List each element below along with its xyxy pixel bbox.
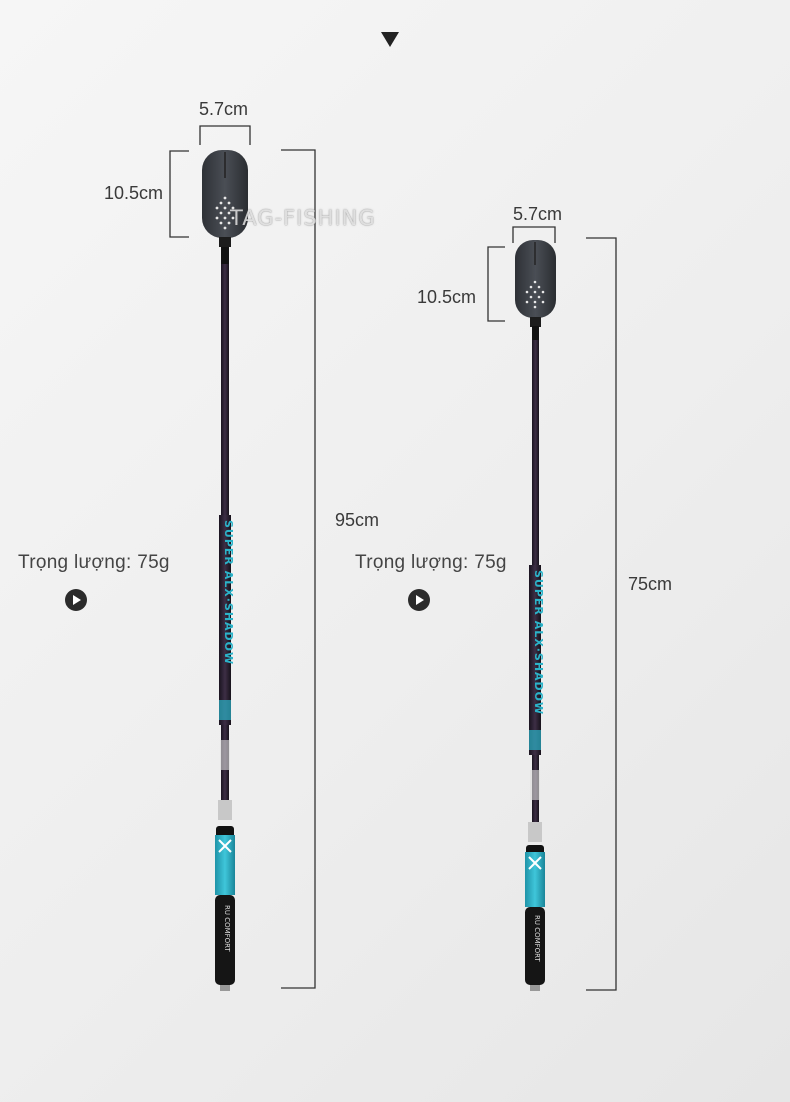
total-length-bracket <box>586 237 617 991</box>
head-height-label: 10.5cm <box>104 183 164 203</box>
head-width-label: 5.7cm <box>513 204 563 224</box>
net-head <box>515 240 556 342</box>
watermark-suffix: FISHING <box>283 206 376 230</box>
svg-text:RU COMFORT: RU COMFORT <box>223 905 231 953</box>
head-width-label: 5.7cm <box>199 99 249 119</box>
rod-shaft: SUPER ALX·SHADOW <box>218 264 235 820</box>
watermark: TAG-FISHING <box>230 206 376 230</box>
watermark-prefix: TAG <box>230 206 275 230</box>
play-icon[interactable] <box>65 589 87 611</box>
rod-handle: RU COMFORT <box>215 826 235 991</box>
arrow-down-icon[interactable] <box>381 32 399 47</box>
total-length-label: 95cm <box>335 510 380 530</box>
play-icon[interactable] <box>408 589 430 611</box>
rod-shaft: SUPER ALX·SHADOW <box>528 340 545 842</box>
svg-text:RU COMFORT: RU COMFORT <box>533 915 541 963</box>
head-height-bracket <box>169 150 189 238</box>
weight-label: Trọng lượng: 75g <box>18 552 170 573</box>
total-length-label: 75cm <box>628 574 673 594</box>
rod-handle: RU COMFORT <box>525 845 545 991</box>
weight-label: Trọng lượng: 75g <box>355 552 507 573</box>
head-width-bracket <box>199 125 251 145</box>
net-head <box>202 150 248 265</box>
svg-text:SUPER ALX·SHADOW: SUPER ALX·SHADOW <box>532 570 545 715</box>
head-width-bracket <box>512 226 556 243</box>
total-length-bracket <box>281 149 316 989</box>
svg-text:SUPER ALX·SHADOW: SUPER ALX·SHADOW <box>222 520 235 665</box>
head-height-label: 10.5cm <box>417 287 477 307</box>
head-height-bracket <box>487 246 505 322</box>
